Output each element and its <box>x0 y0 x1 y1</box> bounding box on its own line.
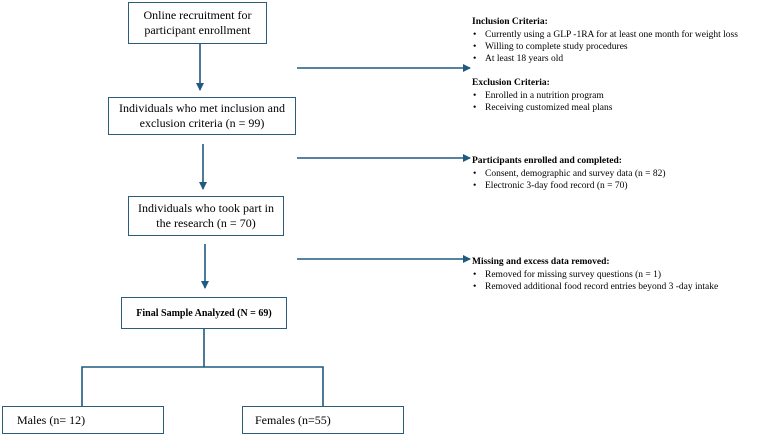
criteria-met-box: Individuals who met inclusion and exclus… <box>108 97 296 135</box>
removed-note: Missing and excess data removed: Removed… <box>472 256 718 293</box>
inclusion-list: Currently using a GLP -1RA for at least … <box>472 29 738 65</box>
enrolled-heading: Participants enrolled and completed: <box>472 156 622 166</box>
exclusion-criteria-note: Exclusion Criteria: Enrolled in a nutrit… <box>472 77 612 114</box>
exclusion-list: Enrolled in a nutrition program Receivin… <box>472 90 612 114</box>
removed-item: Removed for missing survey questions (n … <box>472 269 718 281</box>
removed-heading: Missing and excess data removed: <box>472 257 610 267</box>
removed-list: Removed for missing survey questions (n … <box>472 269 718 293</box>
inclusion-heading: Inclusion Criteria: <box>472 17 548 27</box>
females-box: Females (n=55) <box>242 406 404 434</box>
inclusion-criteria-note: Inclusion Criteria: Currently using a GL… <box>472 16 738 65</box>
enrolled-list: Consent, demographic and survey data (n … <box>472 168 666 192</box>
exclusion-heading: Exclusion Criteria: <box>472 78 550 88</box>
inclusion-item: Currently using a GLP -1RA for at least … <box>472 29 738 41</box>
recruitment-box: Online recruitment for participant enrol… <box>128 2 267 44</box>
split-branch <box>81 366 324 406</box>
removed-item: Removed additional food record entries b… <box>472 281 718 293</box>
final-sample-box: Final Sample Analyzed (N = 69) <box>121 297 287 329</box>
enrolled-item: Consent, demographic and survey data (n … <box>472 168 666 180</box>
enrolled-item: Electronic 3-day food record (n = 70) <box>472 180 666 192</box>
took-part-box: Individuals who took part in the researc… <box>128 196 284 236</box>
exclusion-item: Receiving customized meal plans <box>472 102 612 114</box>
inclusion-item: At least 18 years old <box>472 53 738 65</box>
exclusion-item: Enrolled in a nutrition program <box>472 90 612 102</box>
males-box: Males (n= 12) <box>2 406 164 434</box>
inclusion-item: Willing to complete study procedures <box>472 41 738 53</box>
enrolled-note: Participants enrolled and completed: Con… <box>472 155 666 192</box>
